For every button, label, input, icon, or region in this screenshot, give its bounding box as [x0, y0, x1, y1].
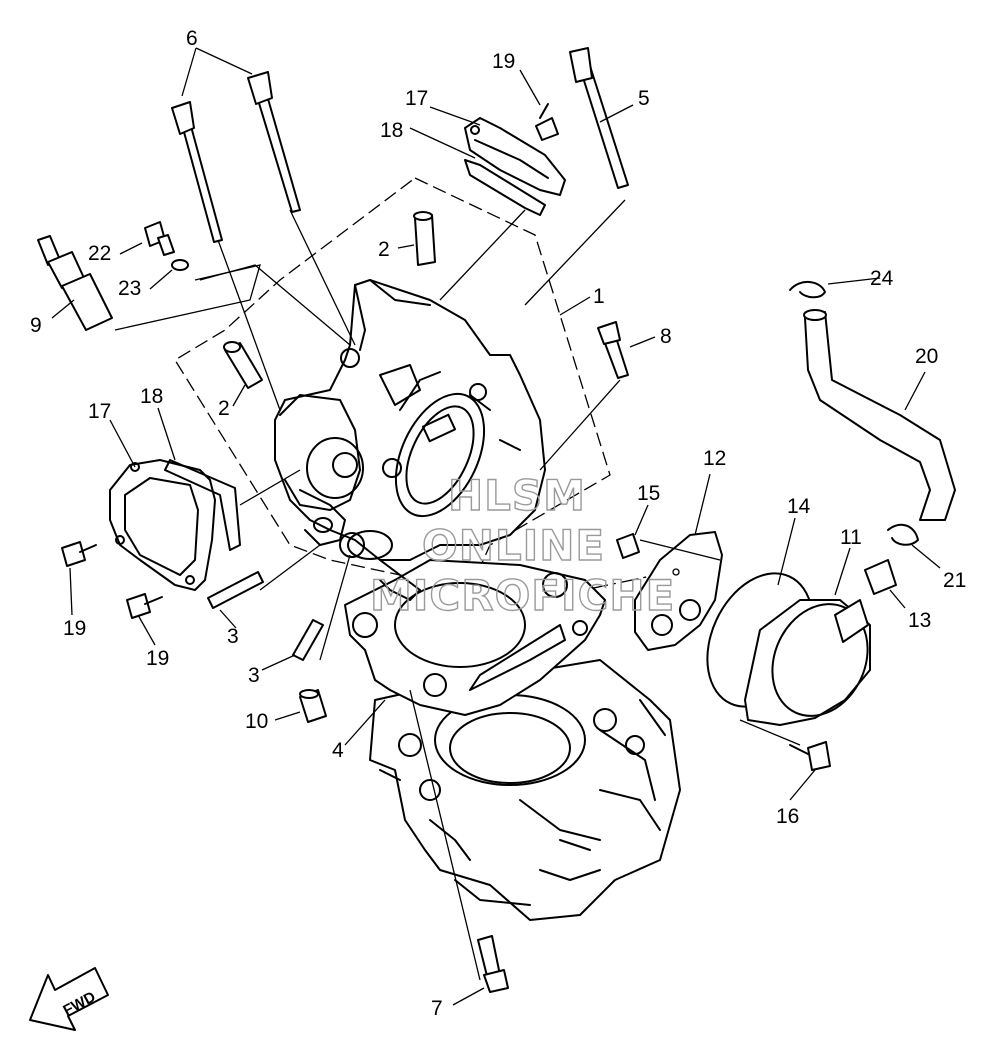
callout-12: 12	[703, 447, 726, 470]
leader-lines	[51, 47, 941, 1006]
callout-17-top: 17	[405, 87, 428, 110]
callout-7: 7	[431, 997, 443, 1020]
callout-23: 23	[118, 277, 141, 300]
callout-14: 14	[787, 495, 811, 518]
head-bolts	[171, 47, 629, 993]
plug-10	[299, 689, 327, 723]
side-cover-left	[109, 459, 241, 591]
small-bolts	[61, 103, 831, 771]
watermark-line-3: MICROFICHE	[370, 571, 675, 620]
watermark: HLSM ONLINE MICROFICHE	[369, 470, 675, 620]
bolt-22	[144, 221, 189, 271]
callout-5: 5	[638, 87, 650, 110]
fwd-arrow: FWD	[29, 967, 109, 1031]
callout-8: 8	[660, 325, 672, 348]
watermark-line-2: ONLINE	[422, 521, 605, 570]
callout-9: 9	[30, 314, 42, 337]
callout-3-upper: 3	[227, 625, 239, 648]
callout-20: 20	[915, 345, 938, 368]
dowel-pins	[223, 211, 436, 389]
callout-19-left-2: 19	[146, 647, 169, 670]
callout-16: 16	[776, 805, 799, 828]
callout-3-lower: 3	[248, 664, 260, 687]
callout-22: 22	[88, 242, 111, 265]
cylinder	[369, 659, 681, 921]
callout-21: 21	[943, 569, 966, 592]
callout-6: 6	[186, 27, 198, 50]
thermostat-housing	[634, 531, 897, 726]
callout-10: 10	[245, 710, 268, 733]
callout-4: 4	[332, 739, 344, 762]
water-hose	[789, 281, 956, 546]
callout-labels: 6 19 5 17 18 2 22 24 23 1 9 8 20 18 2 17…	[30, 27, 966, 1020]
callout-15: 15	[637, 482, 660, 505]
studs	[207, 571, 324, 661]
callout-11: 11	[840, 526, 862, 549]
spark-plug	[37, 235, 113, 331]
callout-18-top: 18	[380, 119, 403, 142]
callout-18-left: 18	[140, 385, 163, 408]
callout-2-top: 2	[378, 238, 390, 261]
cylinder-head	[274, 279, 546, 601]
callout-24: 24	[870, 267, 894, 290]
callout-19-left-1: 19	[63, 617, 86, 640]
callout-17-left: 17	[88, 400, 111, 423]
callout-13: 13	[908, 609, 931, 632]
callout-1: 1	[593, 285, 605, 308]
top-cover	[464, 117, 566, 216]
callout-2-left: 2	[218, 397, 230, 420]
callout-19-top: 19	[492, 50, 515, 73]
watermark-line-1: HLSM	[448, 471, 586, 520]
